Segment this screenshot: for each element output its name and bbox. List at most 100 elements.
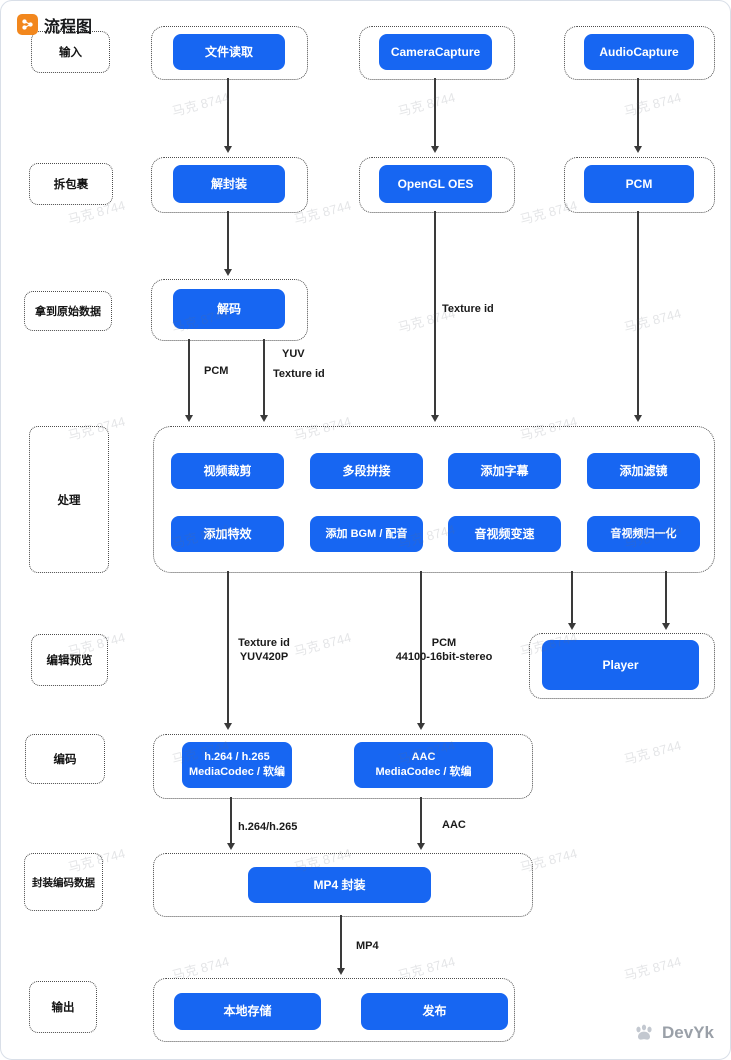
- texture-yuv-line1: Texture id: [238, 637, 290, 649]
- edge-label-texture-id-mid: Texture id: [442, 303, 494, 315]
- flow-arrow-head: [336, 968, 345, 975]
- audio-encoder-line2: MediaCodec / 软编: [375, 766, 472, 778]
- flow-arrow-head: [184, 415, 193, 422]
- flow-arrow-head: [430, 415, 439, 422]
- flow-arrow-head: [226, 843, 235, 850]
- flow-arrow-head: [416, 723, 425, 730]
- decode-container: [151, 279, 308, 341]
- node-camera-capture: CameraCapture: [379, 34, 492, 70]
- flow-arrow-line: [263, 339, 265, 416]
- node-av-speed: 音视频变速: [448, 516, 561, 552]
- edge-label-texture-id: Texture id: [273, 368, 325, 380]
- edge-label-yuv: YUV: [282, 348, 305, 360]
- flow-arrow-line: [637, 211, 639, 416]
- edge-label-texture-yuv420p: Texture id YUV420P: [229, 637, 299, 665]
- flow-arrow-line: [340, 915, 342, 969]
- pcm-container: [564, 157, 715, 213]
- brand-watermark: DevYk: [632, 1021, 714, 1045]
- flow-arrow-head: [633, 415, 642, 422]
- flow-arrow-head: [223, 723, 232, 730]
- stage-output: 输出: [29, 981, 97, 1033]
- flow-arrow-head: [633, 146, 642, 153]
- edge-label-aac: AAC: [442, 819, 466, 831]
- audio-encoder-line1: AAC: [411, 751, 436, 764]
- node-local-store: 本地存储: [174, 993, 321, 1030]
- watermark-text: 马克 8744: [622, 305, 683, 336]
- node-player: Player: [542, 640, 699, 690]
- stage-input: 输入: [31, 31, 110, 73]
- encoder-container: [153, 734, 533, 799]
- flow-arrow-head: [430, 146, 439, 153]
- watermark-text: 马克 8744: [292, 629, 353, 660]
- flow-arrow-head: [661, 623, 670, 630]
- audio-capture-container: [564, 26, 715, 80]
- flow-arrow-line: [637, 78, 639, 147]
- demux-container: [151, 157, 308, 213]
- video-encoder-line2: MediaCodec / 软编: [189, 766, 285, 778]
- flow-arrow-line: [434, 78, 436, 147]
- node-video-crop: 视频裁剪: [171, 453, 284, 489]
- stage-process: 处理: [29, 426, 109, 573]
- flow-arrow-line: [420, 571, 422, 724]
- flow-arrow-line: [434, 211, 436, 416]
- flowchart-icon: [17, 14, 38, 35]
- node-add-filter: 添加滤镜: [587, 453, 700, 489]
- node-mp4-mux: MP4 封装: [248, 867, 431, 903]
- edge-label-mp4: MP4: [356, 940, 379, 952]
- node-add-subtitle: 添加字幕: [448, 453, 561, 489]
- process-group-container: [153, 426, 715, 573]
- node-file-read: 文件读取: [173, 34, 285, 70]
- mp4-mux-container: [153, 853, 533, 917]
- flow-arrow-head: [223, 146, 232, 153]
- flow-arrow-line: [188, 339, 190, 416]
- flow-arrow-head: [416, 843, 425, 850]
- node-audio-capture: AudioCapture: [584, 34, 694, 70]
- flow-arrow-line: [420, 797, 422, 844]
- pcm-stereo-line1: PCM: [431, 637, 457, 649]
- node-video-encoder: h.264 / h.265 MediaCodec / 软编: [182, 742, 292, 788]
- flow-arrow-head: [223, 269, 232, 276]
- flow-arrow-line: [227, 211, 229, 270]
- node-av-normalize: 音视频归一化: [587, 516, 700, 552]
- opengl-oes-container: [359, 157, 515, 213]
- node-opengl-oes: OpenGL OES: [379, 165, 492, 203]
- node-pcm: PCM: [584, 165, 694, 203]
- flow-arrow-head: [567, 623, 576, 630]
- brand-name: DevYk: [662, 1023, 714, 1042]
- file-read-container: [151, 26, 308, 80]
- flow-arrow-head: [259, 415, 268, 422]
- node-add-bgm: 添加 BGM / 配音: [310, 516, 423, 552]
- node-demux: 解封装: [173, 165, 285, 203]
- stage-raw-data: 拿到原始数据: [24, 291, 112, 331]
- node-add-effect: 添加特效: [171, 516, 284, 552]
- watermark-text: 马克 8744: [396, 89, 457, 120]
- output-container: [153, 978, 515, 1042]
- edge-label-pcm-stereo: PCM 44100-16bit-stereo: [394, 637, 494, 665]
- player-container: [529, 633, 715, 699]
- node-publish: 发布: [361, 993, 508, 1030]
- flow-arrow-line: [227, 78, 229, 147]
- texture-yuv-line2: YUV420P: [239, 650, 289, 663]
- stage-encode: 编码: [25, 734, 105, 784]
- watermark-text: 马克 8744: [622, 953, 683, 984]
- flow-arrow-line: [665, 571, 667, 624]
- stage-unpack: 拆包裹: [29, 163, 113, 205]
- stage-mux: 封装编码数据: [24, 853, 103, 911]
- node-multi-splice: 多段拼接: [310, 453, 423, 489]
- flow-arrow-line: [571, 571, 573, 624]
- flow-arrow-line: [230, 797, 232, 844]
- video-encoder-line1: h.264 / h.265: [204, 751, 270, 764]
- watermark-text: 马克 8744: [622, 89, 683, 120]
- page-title: 流程图: [44, 19, 93, 36]
- watermark-text: 马克 8744: [622, 737, 683, 768]
- stage-preview: 编辑预览: [31, 634, 108, 686]
- share-nodes-icon: [22, 19, 33, 30]
- edge-label-pcm: PCM: [204, 365, 229, 377]
- watermark-text: 马克 8744: [170, 89, 231, 120]
- flow-arrow-line: [227, 571, 229, 724]
- camera-capture-container: [359, 26, 515, 80]
- edge-label-h264-h265: h.264/h.265: [238, 821, 298, 833]
- node-audio-encoder: AAC MediaCodec / 软编: [354, 742, 493, 788]
- paw-icon: [636, 1024, 652, 1040]
